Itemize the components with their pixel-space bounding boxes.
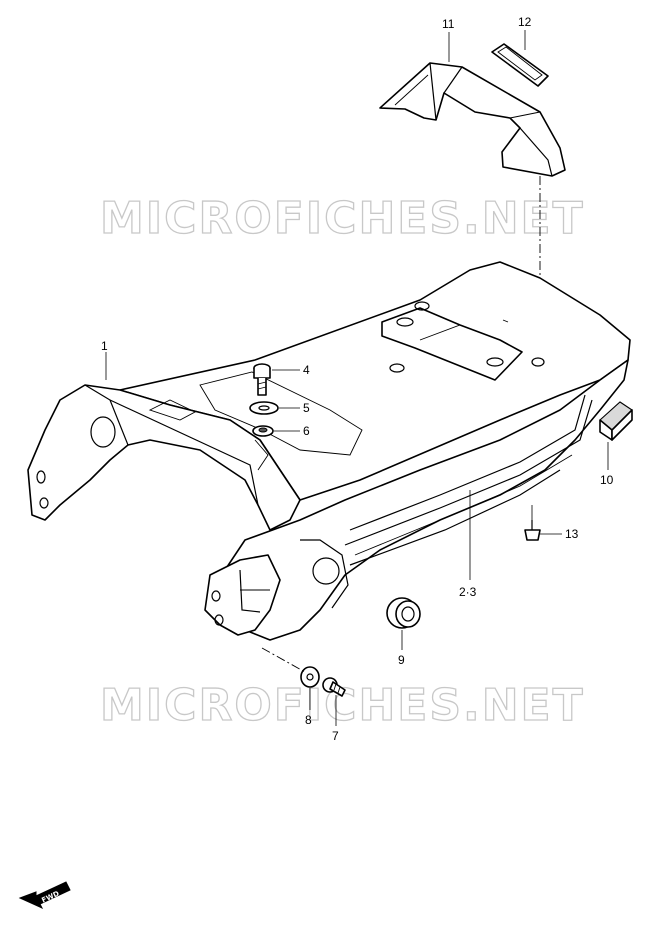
callout-11: 11 — [442, 17, 455, 31]
part-8-washer[interactable] — [300, 666, 320, 688]
part-5-washer[interactable] — [249, 401, 279, 415]
part-11-rear-bracket[interactable] — [379, 62, 566, 177]
assembly-line-washer — [261, 647, 306, 673]
callout-1: 1 — [101, 339, 108, 353]
callout-6: 6 — [303, 424, 310, 438]
part-4-bolt[interactable] — [253, 363, 271, 396]
callout-13: 13 — [565, 527, 579, 541]
fwd-arrow-icon: FWD — [18, 881, 71, 910]
fwd-label: FWD — [41, 890, 61, 905]
part-9-grommet[interactable] — [386, 597, 421, 629]
callout-9: 9 — [398, 653, 405, 667]
part-1-seat-tail-frame[interactable] — [27, 261, 631, 641]
part-13-screw[interactable] — [524, 520, 541, 541]
callout-4: 4 — [303, 363, 310, 377]
part-6-cushion[interactable] — [252, 425, 274, 437]
callout-10: 10 — [600, 473, 614, 487]
part-12-pad[interactable] — [491, 43, 549, 87]
part-10-rubber[interactable] — [599, 401, 633, 441]
callout-8: 8 — [305, 713, 312, 727]
callout-5: 5 — [303, 401, 310, 415]
callout-12: 12 — [518, 15, 532, 29]
callout-7: 7 — [332, 729, 339, 743]
part-7-bolt[interactable] — [322, 677, 346, 697]
callout-2-3: 2·3 — [459, 585, 477, 599]
watermark-top: MICROFICHES.NET — [100, 193, 585, 244]
